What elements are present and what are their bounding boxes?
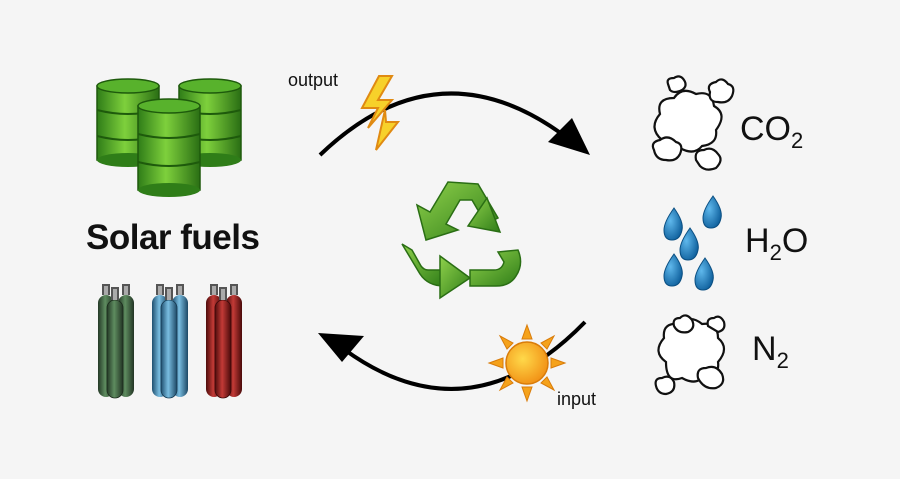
co2-subscript: 2 bbox=[791, 128, 804, 153]
input-label: input bbox=[557, 389, 597, 409]
lightning-bolt-icon bbox=[360, 75, 401, 151]
cloud-icon bbox=[654, 314, 726, 396]
diagram-title: Solar fuels bbox=[86, 218, 260, 257]
output-arrow bbox=[318, 91, 590, 157]
h2o-label: H2O bbox=[745, 222, 809, 264]
oil-barrels-icon bbox=[96, 78, 242, 197]
h2o-tail: O bbox=[781, 222, 809, 260]
recycle-icon bbox=[401, 181, 522, 300]
co2-label: CO2 bbox=[740, 110, 803, 152]
co2-base: CO bbox=[740, 110, 791, 148]
input-arrow bbox=[318, 320, 587, 391]
h2o-subscript: 2 bbox=[769, 240, 782, 265]
water-drops-icon bbox=[663, 195, 722, 291]
cloud-icon bbox=[651, 75, 735, 171]
gas-cylinders-icon bbox=[98, 284, 242, 399]
n2-subscript: 2 bbox=[776, 348, 789, 373]
n2-base: N bbox=[752, 330, 777, 368]
sun-icon bbox=[487, 323, 567, 403]
output-label: output bbox=[288, 70, 339, 90]
h2o-base: H bbox=[745, 222, 770, 260]
n2-label: N2 bbox=[752, 330, 789, 372]
